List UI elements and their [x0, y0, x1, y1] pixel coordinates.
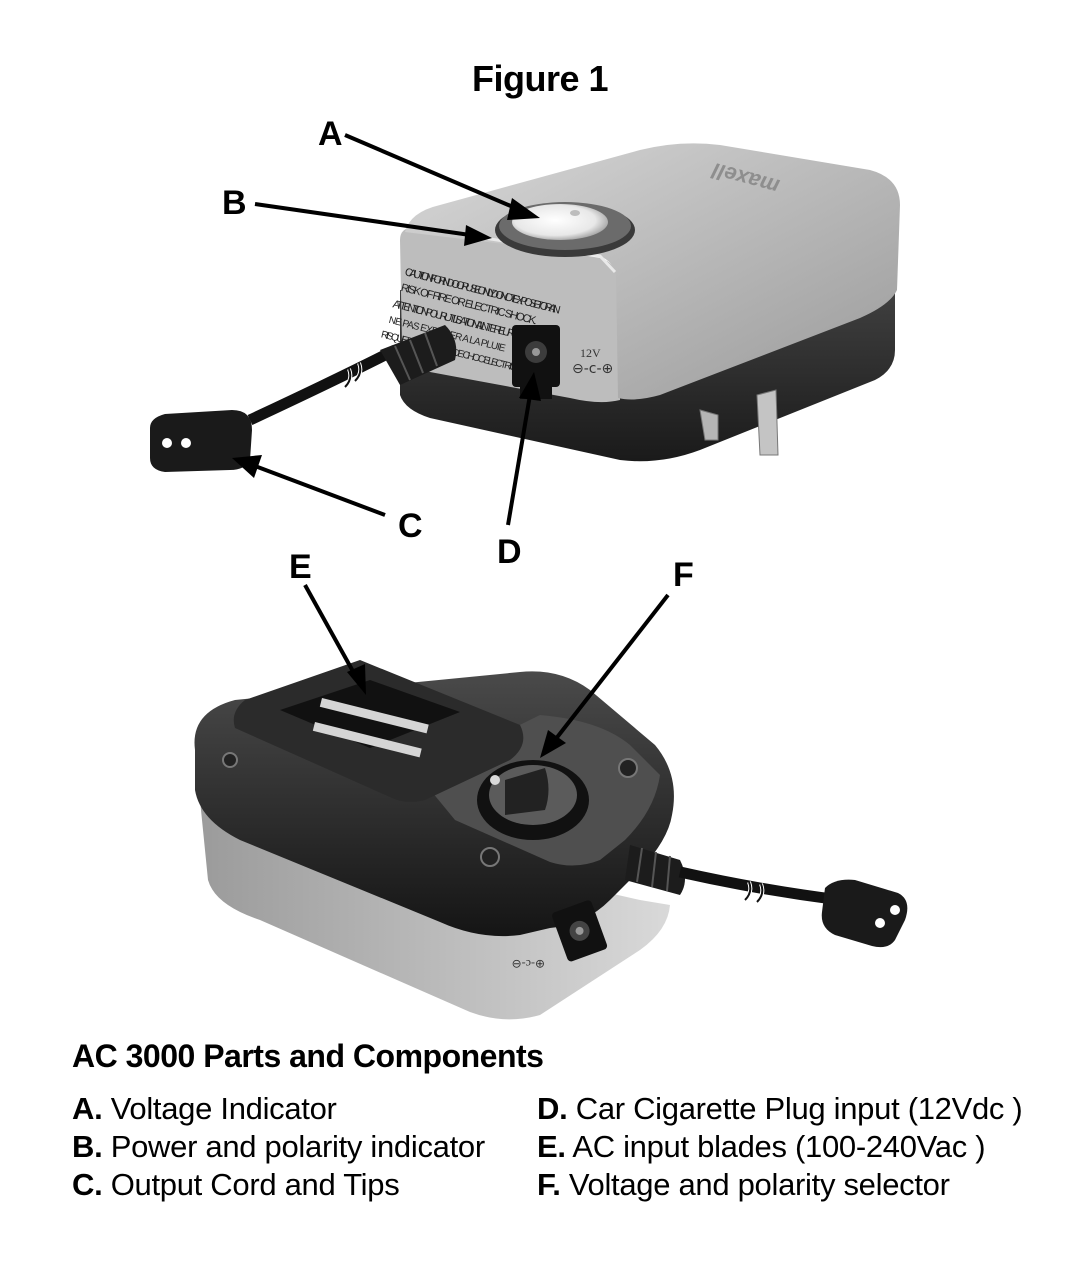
part-key: E. — [537, 1129, 566, 1164]
adapter-top-view: maxell CAUTION FOR INDOOR USE ONLY. DO N… — [150, 143, 900, 472]
arrow-d — [506, 394, 532, 526]
part-key: F. — [537, 1167, 561, 1202]
input-voltage-marking-inverted: ⊕-c-⊖ — [512, 957, 545, 971]
arrowhead-f — [540, 730, 566, 758]
parts-legend-left: A. Voltage Indicator B. Power and polari… — [72, 1090, 485, 1204]
device-illustration: maxell CAUTION FOR INDOOR USE ONLY. DO N… — [150, 115, 908, 1020]
arrowhead-e — [347, 664, 366, 695]
part-item-c: C. Output Cord and Tips — [72, 1166, 485, 1204]
arrowhead-a — [507, 198, 540, 220]
part-item-a: A. Voltage Indicator — [72, 1090, 485, 1128]
part-label: Car Cigarette Plug input (12Vdc ) — [575, 1091, 1023, 1126]
output-cord — [150, 325, 457, 472]
arrowhead-d — [519, 372, 541, 401]
arrow-f — [553, 593, 670, 742]
callout-a: A — [318, 115, 343, 153]
parts-legend-right: D. Car Cigarette Plug input (12Vdc ) E. … — [537, 1090, 1023, 1204]
polarity-symbol: ⊖-c-⊕ — [572, 361, 613, 377]
arrow-a — [344, 133, 521, 212]
arrow-b — [254, 202, 471, 237]
part-label: AC input blades (100-240Vac ) — [572, 1129, 986, 1164]
side-input-jack — [552, 900, 608, 962]
callout-b: B — [222, 184, 247, 222]
part-key: C. — [72, 1167, 103, 1202]
arrow-e — [303, 584, 357, 676]
part-key: B. — [72, 1129, 103, 1164]
output-cord-bottom — [625, 845, 908, 948]
part-label: Voltage and polarity selector — [568, 1167, 950, 1202]
input-voltage-marking: 12V — [580, 346, 601, 360]
ac-blade-housing — [233, 660, 524, 802]
part-item-e: E. AC input blades (100-240Vac ) — [537, 1128, 1022, 1166]
part-label: Voltage Indicator — [110, 1091, 337, 1126]
callout-d: D — [497, 533, 522, 571]
part-item-d: D. Car Cigarette Plug input (12Vdc ) — [537, 1090, 1023, 1128]
part-item-b: B. Power and polarity indicator — [72, 1128, 485, 1166]
voltage-polarity-selector — [477, 760, 589, 840]
part-item-f: F. Voltage and polarity selector — [537, 1166, 1022, 1204]
part-key: A. — [72, 1091, 103, 1126]
adapter-bottom-view: ⊕-c-⊖ — [194, 660, 908, 1020]
part-label: Power and polarity indicator — [110, 1129, 485, 1164]
arrowhead-c — [232, 455, 262, 478]
callout-e: E — [289, 548, 312, 586]
parts-section-title: AC 3000 Parts and Components — [72, 1038, 544, 1074]
part-label: Output Cord and Tips — [110, 1167, 400, 1202]
part-key: D. — [537, 1091, 568, 1126]
callout-arrows — [232, 133, 670, 758]
callout-c: C — [398, 507, 423, 545]
figure-title: Figure 1 — [471, 58, 609, 99]
callout-f: F — [673, 556, 694, 594]
arrowhead-b — [464, 225, 492, 246]
arrow-c — [254, 464, 386, 517]
